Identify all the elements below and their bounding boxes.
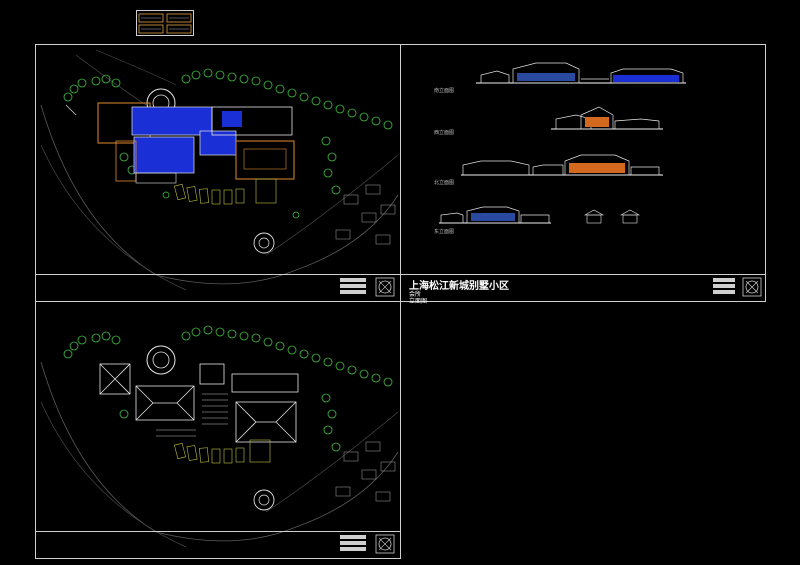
elevations-drawing (439, 62, 686, 224)
roof-plan-drawing (40, 325, 399, 548)
label-east-elevation: 东立面图 (434, 229, 455, 235)
building-name: 会所 (409, 291, 422, 298)
roof-plan-sheet (35, 301, 401, 559)
elevations-sheet: 南立面图 西立面图 北立面图 东立面图 上海松江新城别墅小区 会所 立面图 (400, 44, 766, 305)
drawing-name: 立面图 (409, 298, 428, 305)
roof-plan-titleblock (36, 531, 400, 560)
project-title: 上海松江新城别墅小区 (409, 281, 509, 292)
site-plan-titleblock (36, 274, 400, 303)
label-west-elevation: 西立面图 (434, 130, 455, 136)
site-plan-sheet (35, 44, 401, 302)
thumbnail-preview (138, 13, 192, 34)
titleblock-stamp (340, 534, 395, 554)
label-north-elevation: 北立面图 (434, 180, 455, 186)
label-south-elevation: 南立面图 (434, 88, 455, 94)
elevations-titleblock: 上海松江新城别墅小区 会所 立面图 (401, 274, 765, 305)
titleblock-stamp (340, 277, 395, 297)
thumbnail-sheet (136, 10, 194, 36)
site-plan-drawing (40, 49, 399, 291)
titleblock-stamp (713, 277, 762, 297)
